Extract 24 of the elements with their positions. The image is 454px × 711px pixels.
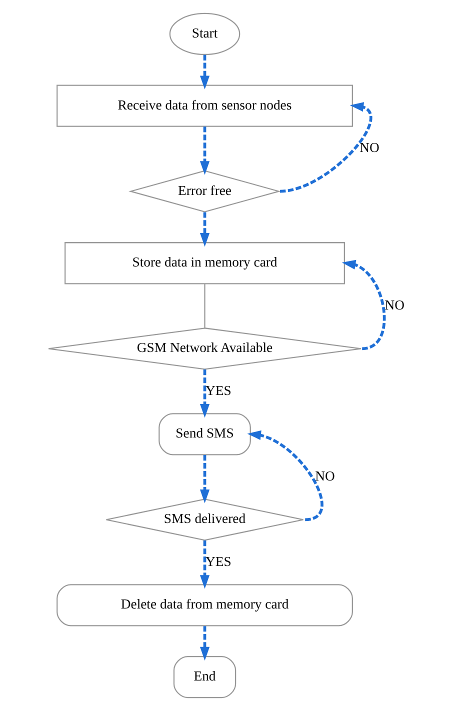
edge-label: NO: [384, 297, 404, 312]
arrow: [200, 455, 210, 504]
node-diamond: Error free: [128, 170, 282, 212]
connector: [204, 284, 206, 328]
node-box: Store data in memory card: [64, 242, 345, 284]
edge-label: NO: [360, 140, 380, 156]
arrow: [200, 626, 210, 661]
arrow: [200, 370, 210, 418]
arrow: [200, 540, 210, 589]
edge-label: YES: [206, 554, 232, 569]
arrow: [342, 260, 386, 350]
node-box: Send SMS: [158, 413, 251, 456]
node-box: Delete data from memory card: [56, 584, 353, 626]
arrow: [200, 212, 210, 247]
node-diamond: SMS delivered: [106, 498, 304, 541]
node-diamond: GSM Network Available: [48, 328, 362, 370]
arrow: [200, 126, 210, 175]
node-box: Receive data from sensor nodes: [56, 84, 353, 127]
edge-label: NO: [315, 468, 335, 484]
node-box: End: [173, 656, 236, 698]
edge-label: YES: [206, 382, 232, 398]
node-ellipse: Start: [169, 12, 240, 56]
arrow: [200, 54, 210, 90]
arrow: [280, 102, 372, 193]
